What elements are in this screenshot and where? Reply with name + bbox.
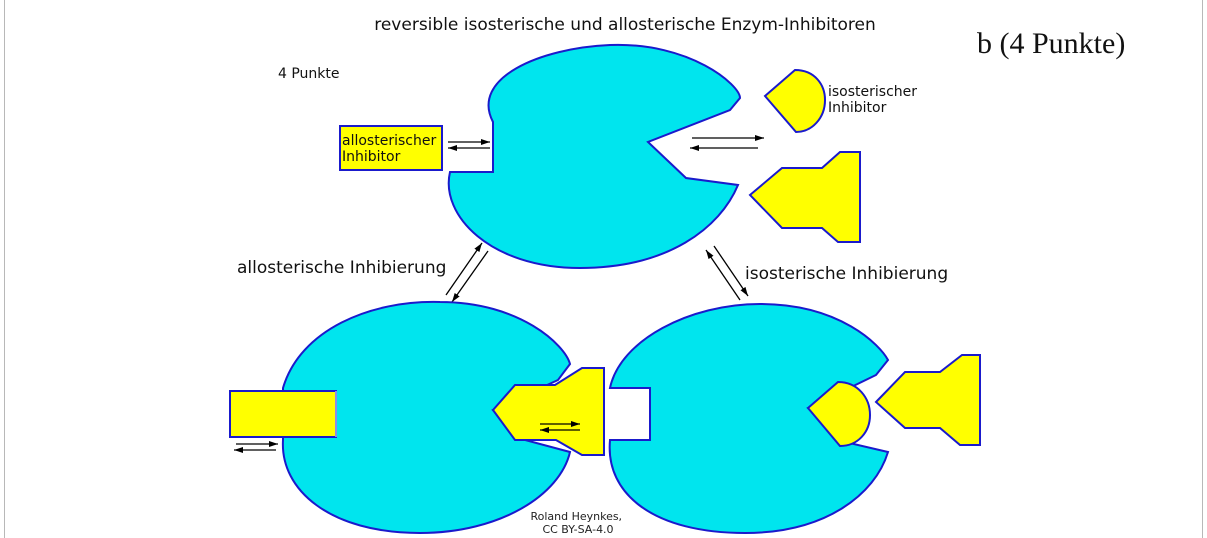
equilibrium-arrows-substrate-bottom — [540, 421, 580, 433]
page-frame — [4, 0, 1203, 538]
equilibrium-arrows-isosteric-path — [705, 245, 749, 301]
equilibrium-arrows-allosteric-top — [448, 139, 490, 151]
diagram-title: reversible isosterische und allosterisch… — [374, 15, 876, 35]
isosteric-inhibitor-bound — [806, 380, 872, 448]
equilibrium-arrows-isosteric-top — [690, 135, 764, 151]
allosteric-inhibitor-top — [339, 125, 443, 171]
equilibrium-arrows-allosteric-path — [445, 242, 489, 303]
isosteric-inhibitor-label: isosterischer Inhibitor — [828, 84, 921, 116]
substrate-top — [748, 151, 861, 243]
isosteric-inhibitor-top — [763, 68, 827, 134]
task-label: b (4 Punkte) — [977, 27, 1125, 60]
isosteric-inhibition-label: isosterische Inhibierung — [745, 264, 948, 284]
credit: Roland Heynkes, CC BY-SA-4.0 — [530, 510, 625, 536]
substrate-bottom-right — [874, 354, 981, 446]
points-note: 4 Punkte — [278, 66, 340, 82]
allosteric-inhibitor-label: allosterischer Inhibitor — [342, 133, 441, 165]
substrate-bottom-left — [491, 367, 605, 456]
allosteric-inhibitor-bound — [229, 390, 337, 438]
enzyme-bottom-right — [608, 302, 890, 535]
equilibrium-arrows-allosteric-bound — [234, 441, 278, 453]
allosteric-inhibition-label: allosterische Inhibierung — [237, 258, 446, 278]
enzyme-top — [447, 43, 742, 270]
